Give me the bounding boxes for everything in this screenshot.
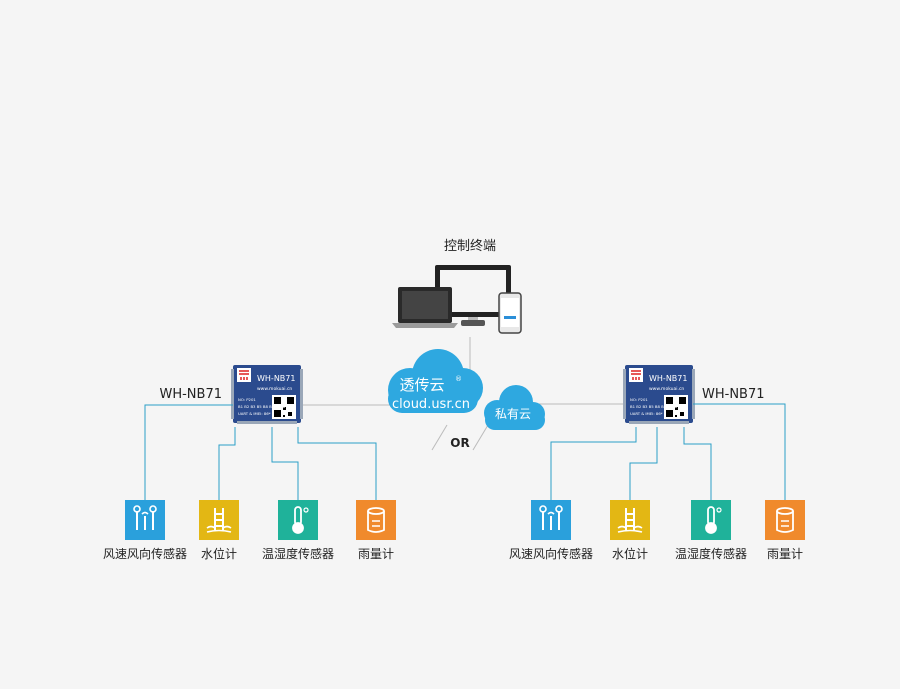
chip-title-left: WH-NB71	[257, 374, 295, 383]
sensor-label: 水位计	[201, 546, 237, 561]
chip-url-right: www.mokuai.cn	[649, 386, 684, 392]
sensor-tile-bg	[691, 500, 731, 540]
sensor-label: 风速风向传感器	[103, 546, 187, 561]
module-left-label: WH-NB71	[159, 387, 222, 402]
cloud-public-url: cloud.usr.cn	[392, 397, 470, 412]
gray-links	[300, 337, 626, 451]
terminal-title: 控制终端	[444, 238, 496, 254]
chip-url-left: www.mokuai.cn	[257, 386, 292, 392]
sensor-tile-right-1: 风速风向传感器	[509, 500, 593, 561]
or-text: OR	[450, 436, 469, 450]
sensor-tile-bg	[356, 500, 396, 540]
cloud-public-icon	[388, 349, 483, 413]
sensor-tile-left-1: 风速风向传感器	[103, 500, 187, 561]
sensor-tile-right-4: 雨量计	[765, 500, 805, 561]
control-terminal-devices	[392, 265, 522, 334]
thermometer-icon	[705, 506, 722, 534]
chip-line-left-1: NO: P201	[238, 397, 256, 402]
thermometer-icon	[292, 506, 309, 534]
sensor-tile-right-2: 水位计	[610, 500, 650, 561]
cloud-private-name: 私有云	[495, 407, 531, 421]
sensor-label: 温湿度传感器	[675, 546, 747, 561]
chip-line-right-3: UART & IMEI: 86*	[630, 411, 663, 416]
laptop-icon	[392, 287, 458, 328]
sensor-tile-bg	[765, 500, 805, 540]
rain-gauge-icon	[367, 507, 385, 533]
cloud-public-mark: ®	[455, 375, 462, 383]
sensor-label: 温湿度传感器	[262, 546, 334, 561]
wind-sensor-icon	[539, 505, 563, 530]
chip-line-left-2: B1 B2 B3 B5 B8 B20 B28	[238, 404, 286, 409]
water-level-icon	[617, 508, 643, 533]
sensor-label: 雨量计	[358, 547, 394, 561]
wind-sensor-icon	[133, 505, 157, 530]
chip-line-right-2: B1 B2 B3 B5 B8 B20 B28	[630, 404, 678, 409]
cloud-private-icon	[484, 385, 545, 430]
sensor-label: 水位计	[612, 546, 648, 561]
cloud-public-name: 透传云	[399, 376, 444, 394]
sensor-wiring	[144, 403, 786, 500]
water-level-icon	[206, 508, 232, 533]
module-right: WH-NB71 www.mokuai.cn NO: P201 B1 B2 B3 …	[622, 364, 696, 425]
module-left: WH-NB71 www.mokuai.cn NO: P201 B1 B2 B3 …	[230, 364, 304, 425]
sensor-tile-right-3: 温湿度传感器	[675, 500, 747, 561]
chip-line-right-1: NO: P201	[630, 397, 648, 402]
sensor-label: 风速风向传感器	[509, 546, 593, 561]
sensor-tile-bg	[278, 500, 318, 540]
sensor-label: 雨量计	[767, 547, 803, 561]
chip-line-left-3: UART & IMEI: 86*	[238, 411, 271, 416]
module-right-label: WH-NB71	[702, 387, 765, 402]
sensor-tile-left-3: 温湿度传感器	[262, 500, 334, 561]
sensor-tile-left-2: 水位计	[199, 500, 239, 561]
sensor-tile-left-4: 雨量计	[356, 500, 396, 561]
phone-icon	[498, 292, 522, 334]
chip-title-right: WH-NB71	[649, 374, 687, 383]
rain-gauge-icon	[776, 507, 794, 533]
